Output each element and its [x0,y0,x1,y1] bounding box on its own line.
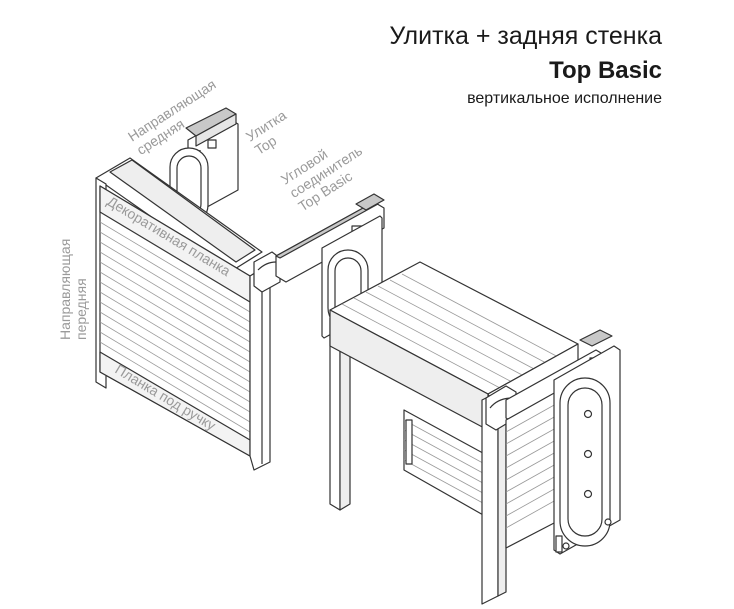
label-guide-front-1: Направляющая [57,239,73,340]
corner-connector-left [253,251,281,293]
label-guide-front-2: передняя [73,278,89,340]
diagram-title: Улитка + задняя стенка [389,22,662,50]
diagram-subtitle: Top Basic [549,57,662,84]
snail-top-right [553,345,621,555]
diagram-caption: вертикальное исполнение [467,90,662,107]
front-shutter-panel [99,185,251,457]
